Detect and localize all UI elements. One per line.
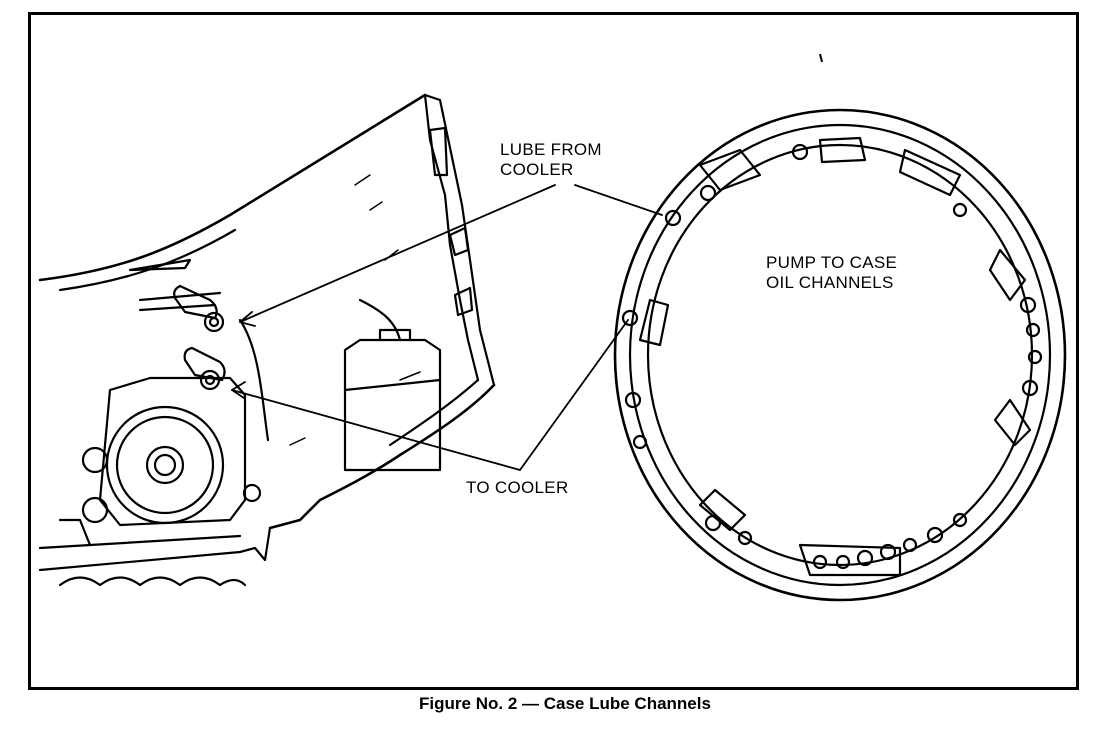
lube-fitting — [173, 284, 225, 333]
figure-caption: Figure No. 2 — Case Lube Channels — [419, 694, 711, 713]
transmission-case — [38, 93, 496, 587]
lube-from-cooler-label: LUBE FROM COOLER — [500, 140, 602, 180]
pump-label-line1: PUMP TO CASE — [766, 253, 898, 272]
leader-cooler-to-ring — [519, 319, 629, 471]
lube-label-line2: COOLER — [500, 160, 574, 179]
leader-cooler-to-case — [231, 389, 521, 471]
cooler-fitting — [183, 346, 226, 391]
leader-lines — [231, 184, 663, 471]
lube-label-line1: LUBE FROM — [500, 140, 602, 159]
figure-border — [28, 12, 1079, 690]
output-housing — [58, 376, 262, 547]
to-cooler-label: TO COOLER — [466, 478, 569, 497]
leader-lube-to-ring — [574, 184, 663, 216]
leader-lube-to-case — [239, 184, 556, 323]
pump-gasket-ring — [613, 108, 1067, 602]
pump-label-line2: OIL CHANNELS — [766, 273, 894, 292]
pump-to-case-label: PUMP TO CASE OIL CHANNELS — [766, 253, 897, 293]
